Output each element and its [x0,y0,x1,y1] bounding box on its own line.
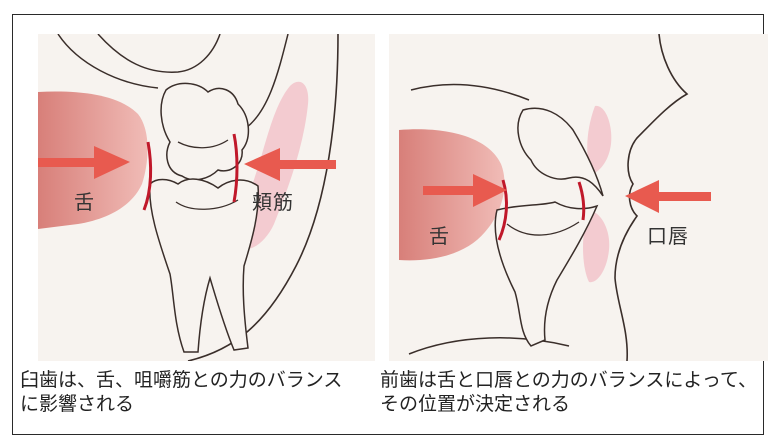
lip-force-arrow [625,180,711,213]
lower-molar-outline [150,179,259,352]
incisor-cross-section-illustration [389,34,768,361]
tongue-label: 舌 [429,220,450,249]
upper-molar-outline [161,83,248,179]
lip-label: 口唇 [647,220,689,249]
molar-caption: 臼歯は、舌、咀嚼筋との力のバランスに影響される [20,368,360,416]
incisor-caption: 前歯は舌と口唇との力のバランスによって、その位置が決定される [380,368,760,416]
lower-incisor-outline [495,202,597,346]
cheek-muscle-label: 頬筋 [252,186,294,215]
incisor-diagram-panel: 舌 口唇 [389,34,768,361]
molar-diagram-panel: 舌 頬筋 [38,34,375,361]
tongue-label: 舌 [74,186,95,215]
